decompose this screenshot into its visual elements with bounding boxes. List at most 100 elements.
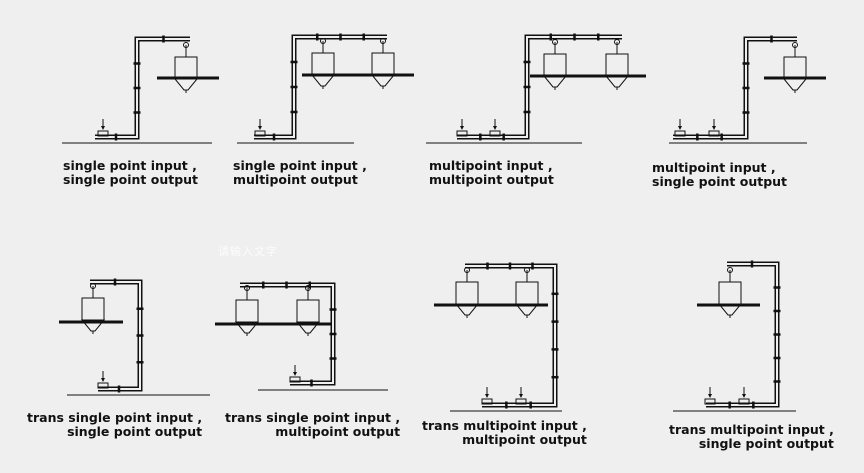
caption-5: trans single point input , single point … bbox=[27, 411, 202, 439]
inlet-arrow-icon bbox=[708, 394, 712, 398]
hopper-bin bbox=[718, 281, 742, 305]
discharge-valve-icon bbox=[524, 267, 530, 273]
hopper-cone bbox=[542, 75, 568, 88]
inlet-arrow-icon bbox=[742, 394, 746, 398]
inlet-arrow-icon bbox=[460, 126, 464, 130]
conveyor-tube-inner bbox=[95, 38, 190, 138]
discharge-valve-icon bbox=[380, 38, 386, 44]
conveyor-tube-outer bbox=[673, 36, 797, 140]
hopper-cone bbox=[717, 303, 743, 316]
conveyor-diagram-7 bbox=[434, 262, 562, 412]
hopper-bin bbox=[235, 299, 259, 323]
caption-6: trans single point input , multipoint ou… bbox=[225, 411, 400, 439]
hopper-cone bbox=[173, 78, 199, 91]
hopper-bin bbox=[296, 299, 320, 323]
discharge-valve-icon bbox=[244, 285, 250, 291]
hopper-cone bbox=[234, 321, 260, 334]
hopper-bin bbox=[81, 297, 105, 321]
inlet-box bbox=[708, 130, 720, 137]
caption-3-line2: multipoint output bbox=[429, 172, 554, 187]
inlet-arrow-icon bbox=[293, 372, 297, 376]
inlet-arrow-icon bbox=[712, 126, 716, 130]
inlet-box bbox=[97, 382, 109, 389]
hopper-cone bbox=[514, 303, 540, 316]
conveyor-diagram-2 bbox=[237, 33, 414, 144]
caption-7-line2: multipoint output bbox=[462, 432, 587, 447]
inlet-box bbox=[456, 130, 468, 137]
discharge-valve-icon bbox=[614, 39, 620, 45]
caption-3-line1: multipoint input , bbox=[429, 158, 553, 173]
discharge-valve-icon bbox=[464, 267, 470, 273]
discharge-valve-icon bbox=[305, 285, 311, 291]
conveyor-diagram-4 bbox=[669, 35, 826, 144]
conveyor-tube-outer bbox=[95, 36, 190, 140]
inlet-arrow-icon bbox=[101, 126, 105, 130]
conveyor-diagram-6 bbox=[215, 281, 388, 391]
watermark-text: 请输入文字 bbox=[218, 245, 278, 258]
hopper-cone bbox=[454, 303, 480, 316]
inlet-box bbox=[704, 398, 716, 405]
hopper-cone bbox=[310, 74, 336, 87]
caption-8: trans multipoint input , single point ou… bbox=[669, 423, 834, 451]
conveyor-diagram-3 bbox=[426, 33, 646, 144]
discharge-valve-icon bbox=[90, 283, 96, 289]
caption-2-line1: single point input , bbox=[233, 158, 367, 173]
hopper-bin bbox=[371, 52, 395, 76]
caption-4-line1: multipoint input , bbox=[652, 160, 776, 175]
conveyor-tube-inner bbox=[673, 38, 797, 138]
caption-1-line2: single point output bbox=[63, 172, 199, 187]
caption-6-line1: trans single point input , bbox=[225, 410, 401, 425]
caption-8-line2: single point output bbox=[698, 436, 834, 451]
discharge-valve-icon bbox=[792, 42, 798, 48]
caption-8-line1: trans multipoint input , bbox=[669, 422, 834, 437]
caption-5-line1: trans single point input , bbox=[27, 410, 203, 425]
inlet-arrow-icon bbox=[493, 126, 497, 130]
hopper-bin bbox=[311, 52, 335, 76]
inlet-arrow-icon bbox=[485, 394, 489, 398]
hopper-bin bbox=[605, 53, 629, 77]
hopper-cone bbox=[370, 74, 396, 87]
discharge-valve-icon bbox=[320, 38, 326, 44]
hopper-bin bbox=[543, 53, 567, 77]
caption-7-line1: trans multipoint input , bbox=[422, 418, 587, 433]
caption-7: trans multipoint input , multipoint outp… bbox=[422, 419, 587, 447]
caption-1: single point input , single point output bbox=[63, 159, 198, 187]
conveyor-tube-inner bbox=[457, 36, 622, 138]
hopper-bin bbox=[174, 56, 198, 80]
inlet-box bbox=[489, 130, 501, 137]
inlet-box bbox=[481, 398, 493, 405]
caption-6-line2: multipoint output bbox=[275, 424, 401, 439]
hopper-cone bbox=[80, 319, 106, 332]
discharge-valve-icon bbox=[552, 39, 558, 45]
hopper-bin bbox=[515, 281, 539, 305]
inlet-box bbox=[97, 130, 109, 137]
conveyor-diagram-8 bbox=[673, 260, 796, 412]
inlet-arrow-icon bbox=[101, 378, 105, 382]
caption-4-line2: single point output bbox=[652, 174, 788, 189]
hopper-cone bbox=[295, 321, 321, 334]
conveyor-diagram-5 bbox=[59, 278, 210, 396]
caption-5-line2: single point output bbox=[67, 424, 203, 439]
caption-2: single point input , multipoint output bbox=[233, 159, 367, 187]
discharge-valve-icon bbox=[727, 267, 733, 273]
hopper-bin bbox=[455, 281, 479, 305]
conveyor-tube-outer bbox=[254, 34, 387, 140]
caption-1-line1: single point input , bbox=[63, 158, 197, 173]
conveyor-tube-inner bbox=[254, 36, 387, 138]
inlet-arrow-icon bbox=[678, 126, 682, 130]
caption-3: multipoint input , multipoint output bbox=[429, 159, 554, 187]
inlet-box bbox=[254, 130, 266, 137]
inlet-box bbox=[289, 376, 301, 383]
hopper-bin bbox=[783, 56, 807, 80]
hopper-cone bbox=[604, 75, 630, 88]
conveyor-diagram-1 bbox=[62, 35, 219, 144]
caption-2-line2: multipoint output bbox=[233, 172, 358, 187]
hopper-cone bbox=[782, 78, 808, 91]
caption-4: multipoint input , single point output bbox=[652, 161, 787, 189]
inlet-box bbox=[515, 398, 527, 405]
inlet-box bbox=[738, 398, 750, 405]
conveyor-tube-outer bbox=[457, 34, 622, 140]
discharge-valve-icon bbox=[183, 42, 189, 48]
inlet-arrow-icon bbox=[519, 394, 523, 398]
